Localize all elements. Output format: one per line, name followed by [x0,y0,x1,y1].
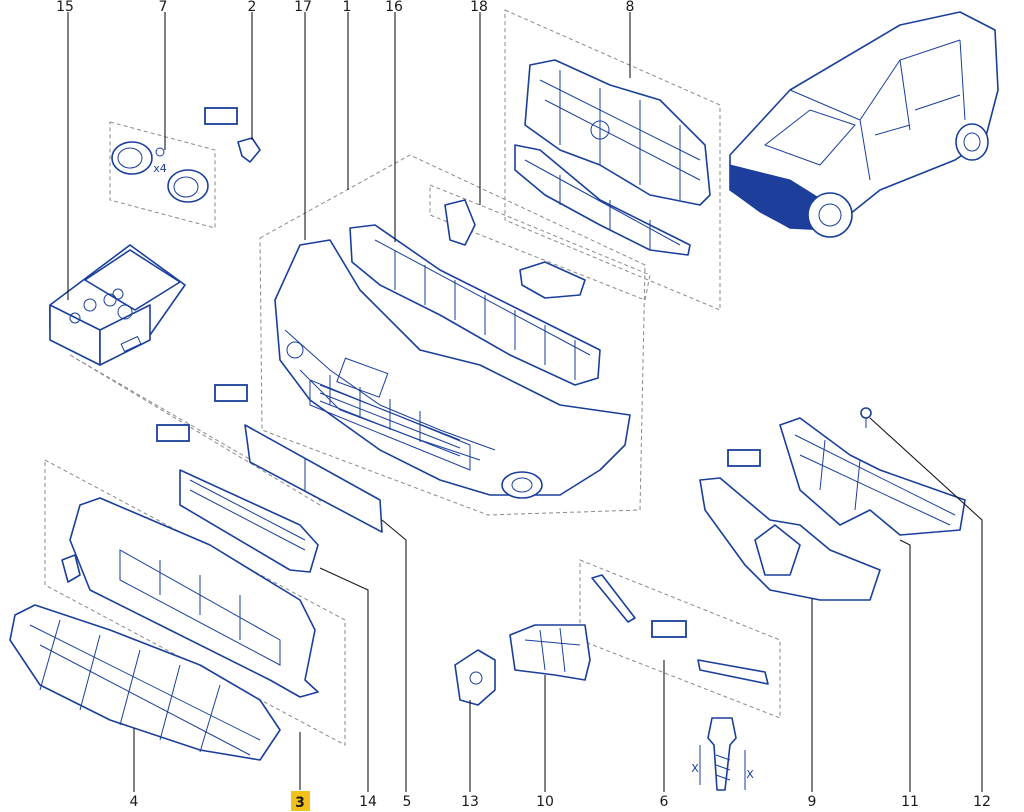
callout-2: 2 [248,0,257,15]
callout-9: 9 [808,794,817,810]
part-15-kit-box [49,244,186,366]
part-4-undertray [9,604,281,761]
part-16-absorber [349,224,601,386]
callout-10: 10 [536,794,554,810]
callout-8: 8 [626,0,635,15]
callout-17: 17 [294,0,312,15]
part-8-upper-crossmember [514,59,711,256]
callout-18: 18 [470,0,488,15]
callout-7: 7 [159,0,168,15]
qty-label: x4 [153,162,167,175]
callout-5: 5 [403,794,412,810]
dim-x-left: X [691,762,699,775]
callout-3-highlight [291,791,310,811]
callout-3: 3 [295,795,305,811]
callout-16: 16 [385,0,403,15]
bolt-detail: X X [691,717,754,791]
part-7-fog-lamps: x4 [111,141,209,203]
part-10-bracket [509,624,591,681]
callout-15: 15 [56,0,74,15]
part-12-clip [860,407,872,428]
part-5-plate-mount [214,384,383,533]
part-2-clip [204,107,261,163]
part-6-trims [591,574,769,685]
callout-14: 14 [359,794,377,810]
part-3-lower-grille [61,497,319,698]
callout-1: 1 [343,0,352,15]
callout-11: 11 [901,794,919,810]
part-13-bracket [454,649,496,706]
part-18-brackets [444,199,586,299]
callout-13: 13 [461,794,479,810]
part-9-upper-grille [699,449,881,601]
part-14-lower-trim [156,424,319,573]
callout-6: 6 [660,794,669,810]
part-11-grille-frame [779,417,966,536]
vehicle-reference [729,11,999,238]
leader-lines [67,12,983,792]
dim-x-right: X [746,768,754,781]
callout-12: 12 [973,794,991,810]
part-1-front-bumper [274,239,631,499]
callout-4: 4 [130,794,139,810]
callout-numbers: 15 7 2 17 1 16 18 8 4 3 14 5 13 10 6 9 1… [56,0,991,811]
